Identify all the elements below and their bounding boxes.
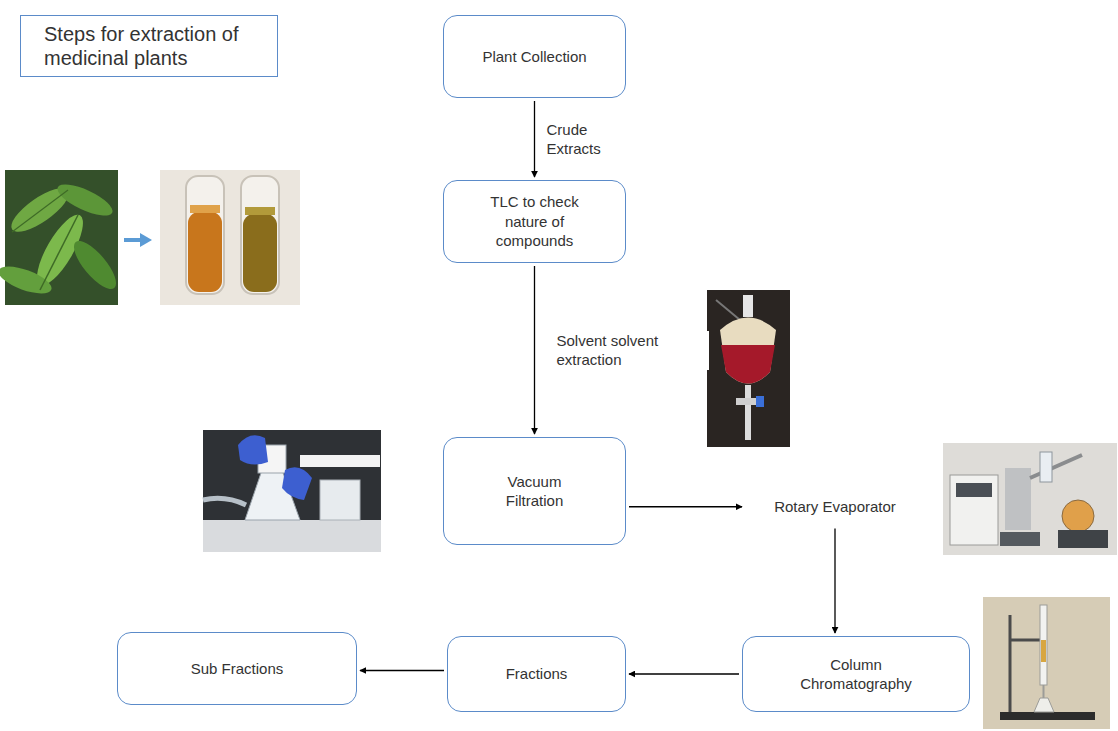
edge-label: Crude Extracts [545,120,619,159]
title-box: Steps for extraction of medicinal plants [20,15,278,77]
process-label: Rotary Evaporator [745,488,925,526]
photo-arrow [124,233,152,247]
node-text: Plant Collection [482,47,586,67]
process-box: Column Chromatography [742,636,970,712]
process-box: Sub Fractions [117,632,357,705]
edge-label: Solvent solvent extraction [555,331,709,370]
node-text: Vacuum Filtration [490,472,580,511]
flow-arrow [534,266,535,434]
node-text: Fractions [506,664,568,684]
node-text: Sub Fractions [191,659,284,679]
diagram-title: Steps for extraction of medicinal plants [44,22,254,70]
flow-arrow [629,673,739,674]
flow-arrow [834,529,835,634]
node-text: Column Chromatography [786,655,926,694]
vacuum-filtration-photo [203,430,381,552]
flow-arrow [629,506,742,507]
process-box: Fractions [447,636,626,712]
flow-arrow [360,670,444,671]
rotary-evaporator-photo [943,443,1117,555]
process-box: TLC to check nature of compounds [443,180,626,263]
node-text: TLC to check nature of compounds [479,192,591,251]
separatory-funnel-photo [707,290,790,447]
plant-photo [0,170,123,305]
column-chromatography-photo [983,597,1110,729]
extract-tubes-photo [160,170,300,305]
process-box: Plant Collection [443,15,626,98]
flow-arrow [534,101,535,177]
node-text: Rotary Evaporator [774,497,896,517]
process-box: Vacuum Filtration [443,437,626,545]
